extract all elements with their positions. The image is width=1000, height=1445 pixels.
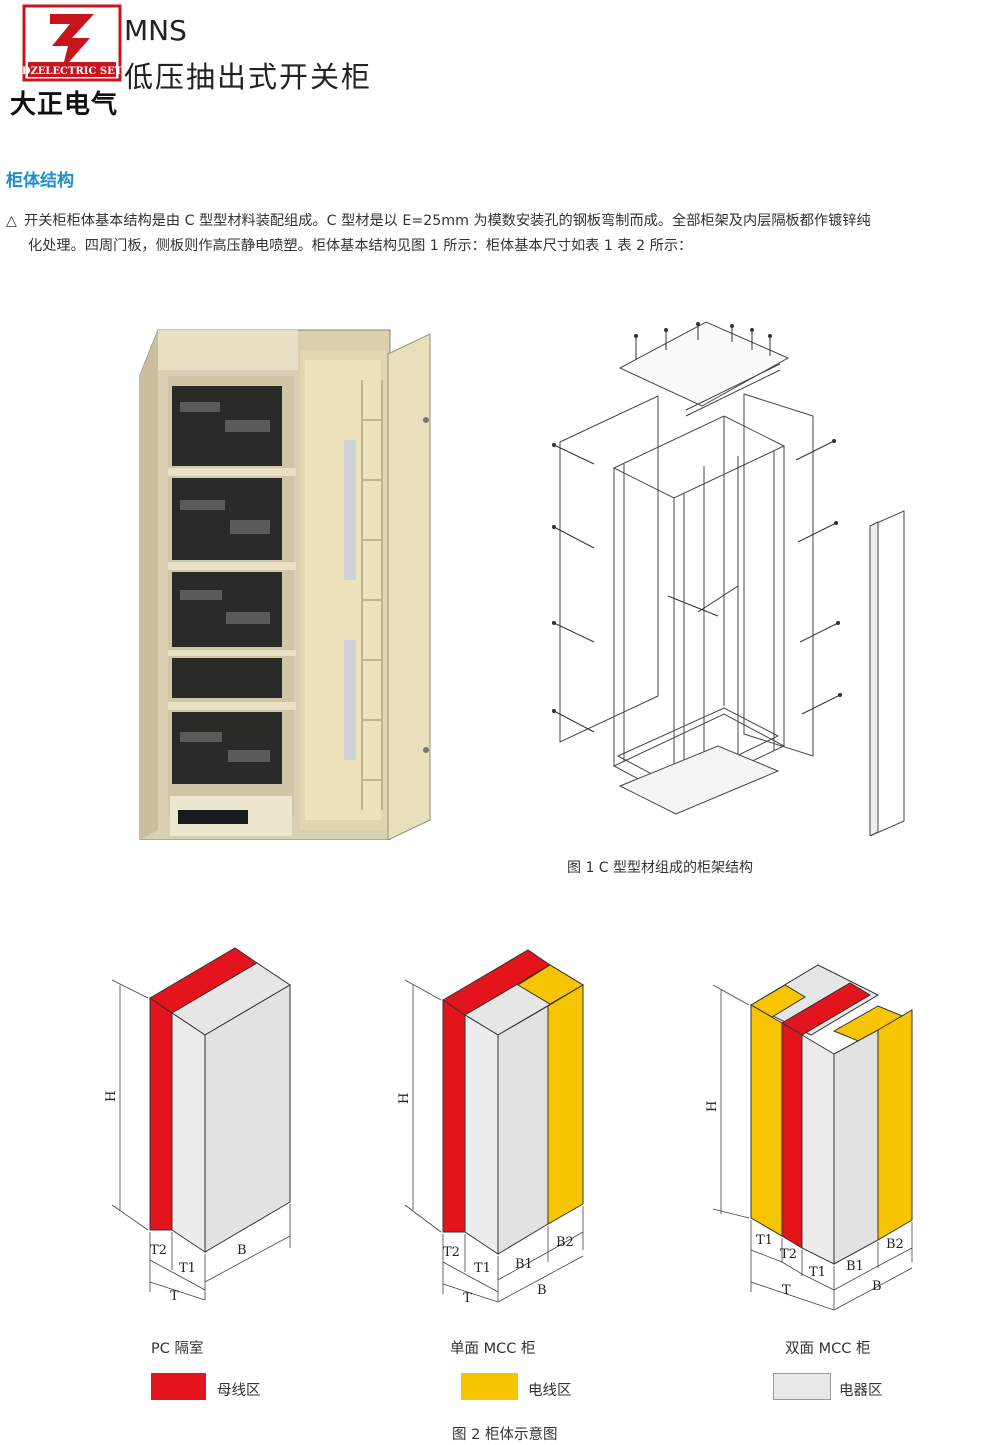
dim-label: T1 (756, 1233, 773, 1248)
company-logo-icon: DZELECTRIC SET (22, 4, 122, 82)
dim-label: T1 (474, 1261, 491, 1276)
dim-label: H (104, 1091, 119, 1102)
section-heading: 柜体结构 (6, 171, 74, 191)
company-name: 大正电气 (10, 90, 119, 120)
pc-compartment-diagram: H T2 T1 B T (104, 947, 291, 1304)
frame-structure-diagram (551, 321, 905, 836)
dim-label: H (397, 1093, 412, 1104)
product-code: MNS (124, 14, 187, 47)
triangle-bullet-icon: △ (6, 213, 17, 229)
paragraph-text-1: 开关柜柜体基本结构是由 C 型型材料装配组成。C 型材是以 E=25mm 为模数… (24, 213, 871, 229)
double-mcc-label: 双面 MCC 柜 (785, 1341, 871, 1357)
legend-swatch-cable (461, 1373, 518, 1400)
paragraph-line-2: 化处理。四周门板，侧板则作高压静电喷塑。柜体基本结构见图 1 所示：柜体基本尺寸… (28, 238, 693, 254)
dim-label: B2 (556, 1235, 574, 1250)
pc-compartment-label: PC 隔室 (151, 1341, 204, 1357)
logo-caption: DZELECTRIC SET (22, 66, 122, 77)
dim-label: H (705, 1101, 720, 1112)
dim-label: T2 (443, 1245, 460, 1260)
figure1-caption: 图 1 C 型型材组成的柜架结构 (567, 860, 754, 876)
cabinet-photo (139, 329, 431, 840)
legend-label-busbar: 母线区 (217, 1383, 261, 1399)
dim-label: B (237, 1243, 247, 1258)
figure2-caption: 图 2 柜体示意图 (452, 1427, 558, 1443)
single-mcc-label: 单面 MCC 柜 (450, 1341, 536, 1357)
double-mcc-diagram: H T1 T2 T1 B1 B2 T B (705, 964, 914, 1311)
dim-label: B (872, 1279, 882, 1294)
dim-label: T (782, 1283, 791, 1298)
dim-label: B (537, 1283, 547, 1298)
legend-swatch-device (773, 1373, 831, 1400)
intro-paragraph: △ 开关柜柜体基本结构是由 C 型型材料装配组成。C 型材是以 E=25mm 为模… (6, 209, 996, 259)
legend-label-cable: 电线区 (528, 1383, 572, 1399)
dim-label: T1 (179, 1261, 196, 1276)
dim-label: T (463, 1291, 472, 1306)
single-mcc-diagram: H T2 T1 B1 B2 T B (397, 949, 584, 1306)
dim-label: B2 (886, 1237, 904, 1252)
product-title: 低压抽出式开关柜 (124, 60, 373, 94)
dim-label: T1 (809, 1265, 826, 1280)
legend-swatch-busbar (151, 1373, 206, 1400)
dim-label: T2 (780, 1247, 797, 1262)
dim-label: B1 (846, 1259, 864, 1274)
dim-label: T2 (150, 1243, 167, 1258)
cabinet-schematics: H T2 T1 B T H T2 T1 (104, 947, 914, 1311)
legend-label-device: 电器区 (839, 1383, 883, 1399)
dim-label: T (170, 1289, 179, 1304)
dim-label: B1 (515, 1257, 533, 1272)
paragraph-line-1: △ 开关柜柜体基本结构是由 C 型型材料装配组成。C 型材是以 E=25mm 为模… (6, 209, 996, 234)
